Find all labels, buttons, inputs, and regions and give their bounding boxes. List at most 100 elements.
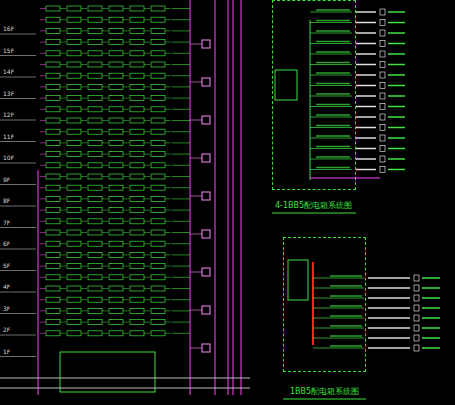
circuit-line	[310, 75, 352, 76]
circuit-note	[388, 95, 405, 97]
riser-wire	[190, 82, 202, 83]
floor-line	[0, 34, 36, 35]
feed-wire	[40, 333, 46, 334]
circuit-box	[88, 84, 102, 89]
circuit-note	[316, 72, 350, 74]
circuit-wire	[81, 221, 87, 222]
circuit-note	[316, 167, 350, 169]
circuit-wire	[60, 176, 66, 177]
circuit-box	[130, 40, 144, 45]
circuit-wire	[102, 19, 108, 20]
feed-wire	[40, 198, 46, 199]
circuit-box	[130, 286, 144, 291]
circuit-wire	[60, 232, 66, 233]
circuit-wire	[60, 53, 66, 54]
circuit-box	[151, 17, 165, 22]
circuit-wire	[60, 19, 66, 20]
panel-outline	[283, 237, 366, 372]
floor-label: 8F	[3, 197, 10, 204]
circuit-box	[109, 230, 123, 235]
circuit-note	[422, 307, 440, 309]
tap-wire	[172, 109, 190, 110]
circuit-box	[109, 6, 123, 11]
circuit-box	[130, 140, 144, 145]
circuit-box	[130, 241, 144, 246]
circuit-box	[151, 185, 165, 190]
circuit-wire	[165, 98, 171, 99]
circuit-box	[88, 62, 102, 67]
feed-wire	[40, 131, 46, 132]
circuit-note	[316, 30, 350, 32]
circuit-box	[67, 331, 81, 336]
circuit-wire	[165, 30, 171, 31]
feed-wire	[40, 42, 46, 43]
riser-wire	[190, 348, 202, 349]
feed-wire	[40, 53, 46, 54]
panel-outline	[272, 0, 356, 190]
circuit-box	[130, 118, 144, 123]
load-box	[380, 9, 385, 15]
circuit-wire	[60, 254, 66, 255]
circuit-wire	[123, 75, 129, 76]
load-box	[380, 146, 385, 152]
circuit-box	[151, 219, 165, 224]
circuit-line	[310, 43, 352, 44]
circuit-wire	[144, 176, 150, 177]
circuit-box	[67, 230, 81, 235]
circuit-note	[388, 106, 405, 108]
circuit-note	[356, 137, 376, 139]
circuit-box	[88, 286, 102, 291]
circuit-box	[130, 17, 144, 22]
circuit-wire	[144, 120, 150, 121]
circuit-wire	[144, 64, 150, 65]
floor-label: 4F	[3, 283, 10, 290]
circuit-wire	[60, 86, 66, 87]
circuit-wire	[144, 98, 150, 99]
riser-box	[202, 268, 210, 276]
circuit-wire	[102, 221, 108, 222]
circuit-wire	[81, 120, 87, 121]
tap-wire	[172, 254, 190, 255]
tap-wire	[172, 232, 190, 233]
circuit-box	[151, 174, 165, 179]
circuit-wire	[144, 288, 150, 289]
circuit-wire	[165, 333, 171, 334]
circuit-wire	[165, 322, 171, 323]
circuit-box	[109, 17, 123, 22]
floor-label: 16F	[3, 25, 14, 32]
circuit-box	[109, 84, 123, 89]
circuit-wire	[102, 299, 108, 300]
circuit-box	[67, 73, 81, 78]
load-box	[414, 325, 419, 331]
circuit-wire	[102, 120, 108, 121]
load-box	[380, 114, 385, 120]
feed-wire	[40, 322, 46, 323]
circuit-box	[67, 275, 81, 280]
circuit-wire	[165, 266, 171, 267]
circuit-box	[46, 208, 60, 213]
circuit-wire	[102, 154, 108, 155]
circuit-wire	[81, 154, 87, 155]
circuit-wire	[60, 288, 66, 289]
circuit-line	[310, 12, 352, 13]
circuit-box	[67, 129, 81, 134]
circuit-box	[67, 208, 81, 213]
tap-wire	[172, 154, 190, 155]
circuit-box	[130, 84, 144, 89]
circuit-wire	[144, 53, 150, 54]
circuit-line	[310, 169, 352, 170]
tap-wire	[172, 42, 190, 43]
circuit-wire	[102, 254, 108, 255]
circuit-note	[330, 335, 362, 337]
circuit-note	[356, 95, 376, 97]
circuit-box	[130, 196, 144, 201]
circuit-box	[130, 331, 144, 336]
circuit-box	[67, 196, 81, 201]
tap-wire	[172, 322, 190, 323]
circuit-box	[67, 62, 81, 67]
circuit-wire	[102, 198, 108, 199]
circuit-wire	[60, 187, 66, 188]
load-box	[414, 335, 419, 341]
circuit-note	[388, 64, 405, 66]
load-box	[414, 285, 419, 291]
